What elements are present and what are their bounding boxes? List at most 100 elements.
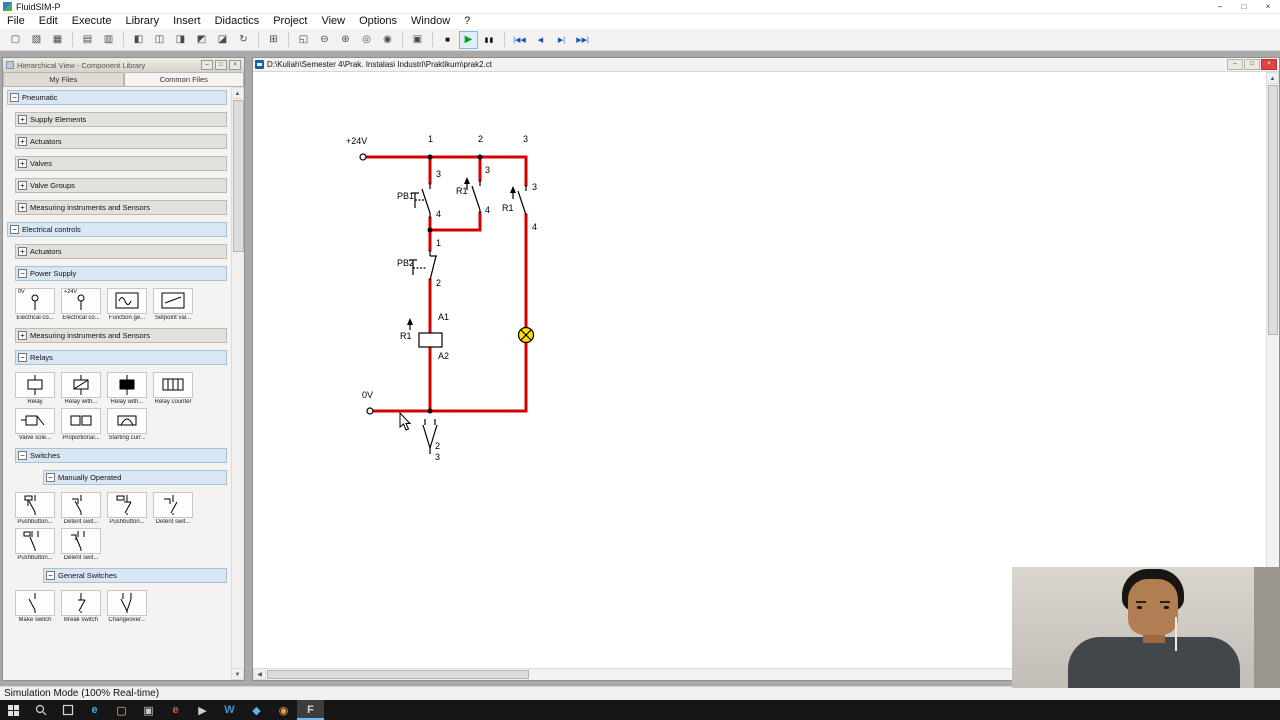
taskbar-app-chrome[interactable]: ◉ bbox=[278, 704, 289, 717]
document-minimize-button[interactable]: – bbox=[1227, 59, 1243, 70]
collapse-icon[interactable]: − bbox=[46, 571, 55, 580]
toolbar-zoom-fit[interactable]: ◎ bbox=[362, 34, 371, 45]
library-section-relays[interactable]: −Relays bbox=[15, 350, 227, 365]
taskbar-app-edge[interactable]: e bbox=[91, 704, 98, 716]
library-section-power-supply[interactable]: −Power Supply bbox=[15, 266, 227, 281]
expand-icon[interactable]: + bbox=[18, 159, 27, 168]
component-detent-swit[interactable]: Detent swit... bbox=[151, 492, 195, 525]
canvas-vscroll-thumb[interactable] bbox=[1268, 85, 1278, 335]
toolbar-zoom-out[interactable]: ⊖ bbox=[320, 34, 329, 45]
start-button[interactable] bbox=[0, 700, 27, 720]
collapse-icon[interactable]: − bbox=[46, 473, 55, 482]
library-section-electrical-controls[interactable]: −Electrical controls bbox=[7, 222, 227, 237]
window-minimize-button[interactable]: – bbox=[1217, 2, 1223, 11]
taskbar-app-app-7[interactable]: ◆ bbox=[252, 704, 261, 717]
toolbar-print[interactable]: ▤ bbox=[82, 34, 93, 45]
toolbar-sim-to-start[interactable]: |◀◀ bbox=[513, 36, 526, 44]
menu-item-file[interactable]: File bbox=[7, 15, 25, 27]
tab-my-files[interactable]: My Files bbox=[3, 72, 124, 86]
component-pushbutton[interactable]: Pushbutton... bbox=[13, 528, 57, 561]
taskbar-app-app-3[interactable]: ▣ bbox=[143, 704, 154, 717]
component-changeover[interactable]: Changeover... bbox=[105, 590, 149, 623]
expand-icon[interactable]: + bbox=[18, 181, 27, 190]
component-setpoint-val[interactable]: Setpoint val... bbox=[151, 288, 195, 321]
pushbutton-pb1[interactable] bbox=[411, 183, 431, 218]
library-section-switches[interactable]: −Switches bbox=[15, 448, 227, 463]
menu-item-view[interactable]: View bbox=[321, 15, 346, 27]
document-titlebar[interactable]: D:\Kuliah\Semester 4\Prak. Instalasi Ind… bbox=[253, 58, 1279, 72]
expand-icon[interactable]: + bbox=[18, 331, 27, 340]
component-pushbutton[interactable]: Pushbutton... bbox=[13, 492, 57, 525]
library-scroll-down[interactable]: ▼ bbox=[231, 668, 244, 680]
toolbar-sim-pause[interactable]: ▮▮ bbox=[484, 36, 495, 44]
taskbar-app-word[interactable]: W bbox=[224, 704, 235, 716]
document-close-button[interactable]: × bbox=[1261, 59, 1277, 70]
task-view-button[interactable] bbox=[54, 700, 81, 720]
menu-item-edit[interactable]: Edit bbox=[38, 15, 58, 27]
collapse-icon[interactable]: − bbox=[18, 269, 27, 278]
toolbar-save[interactable]: ▦ bbox=[52, 34, 63, 45]
toolbar-align-center[interactable]: ◫ bbox=[154, 34, 165, 45]
window-close-button[interactable]: × bbox=[1265, 2, 1271, 11]
expand-icon[interactable]: + bbox=[18, 247, 27, 256]
toolbar-zoom-in[interactable]: ⊕ bbox=[341, 34, 350, 45]
canvas-scroll-up[interactable]: ▲ bbox=[1266, 72, 1279, 84]
component-function-ge[interactable]: Function ge... bbox=[105, 288, 149, 321]
expand-icon[interactable]: + bbox=[18, 115, 27, 124]
expand-icon[interactable]: + bbox=[18, 203, 27, 212]
library-section-valve-groups[interactable]: +Valve Groups bbox=[15, 178, 227, 193]
library-section-valves[interactable]: +Valves bbox=[15, 156, 227, 171]
relay-contact-r1-middle[interactable] bbox=[464, 177, 481, 213]
component-pushbutton[interactable]: Pushbutton... bbox=[105, 492, 149, 525]
toolbar-zoom-last[interactable]: ◉ bbox=[383, 34, 392, 45]
collapse-icon[interactable]: − bbox=[10, 93, 19, 102]
library-scroll-up[interactable]: ▲ bbox=[231, 87, 244, 99]
toolbar-align-left[interactable]: ◧ bbox=[133, 34, 144, 45]
menu-item-didactics[interactable]: Didactics bbox=[214, 15, 260, 27]
component-detent-swit[interactable]: Detent swit... bbox=[59, 492, 103, 525]
component-relay[interactable]: Relay bbox=[13, 372, 57, 405]
toolbar-align-right[interactable]: ◨ bbox=[175, 34, 186, 45]
tab-common-files[interactable]: Common Files bbox=[123, 72, 244, 86]
toolbar-sim-play[interactable]: ▶ bbox=[459, 30, 478, 49]
canvas-scroll-left[interactable]: ◀ bbox=[253, 668, 266, 680]
relay-coil-r1[interactable] bbox=[407, 318, 443, 348]
component-valve-sole[interactable]: Valve sole... bbox=[13, 408, 57, 441]
component-relay-with[interactable]: Relay with... bbox=[59, 372, 103, 405]
collapse-icon[interactable]: − bbox=[18, 451, 27, 460]
menu-item-library[interactable]: Library bbox=[125, 15, 160, 27]
toolbar-align-top[interactable]: ◩ bbox=[196, 34, 207, 45]
menu-item-help[interactable]: ? bbox=[464, 15, 471, 27]
component-starting-curr[interactable]: Starting curr... bbox=[105, 408, 149, 441]
menu-item-execute[interactable]: Execute bbox=[71, 15, 112, 27]
library-section-supply-elements[interactable]: +Supply Elements bbox=[15, 112, 227, 127]
toolbar-sim-stop[interactable]: ■ bbox=[445, 35, 450, 44]
taskbar-app-fluidsim[interactable]: F bbox=[297, 700, 324, 720]
toolbar-sim-to-end[interactable]: ▶▶| bbox=[576, 36, 589, 44]
toolbar-check-drawing[interactable]: ▣ bbox=[412, 34, 423, 45]
expand-icon[interactable]: + bbox=[18, 137, 27, 146]
indicator-lamp[interactable] bbox=[517, 326, 535, 344]
library-section-actuators[interactable]: +Actuators bbox=[15, 134, 227, 149]
library-section-measuring-instruments-and-sensors[interactable]: +Measuring instruments and Sensors bbox=[15, 328, 227, 343]
library-scrollbar[interactable]: ▲ ▼ bbox=[231, 87, 244, 680]
library-titlebar[interactable]: Hierarchical View - Component Library – … bbox=[3, 58, 244, 72]
component-relay-counter[interactable]: Relay counter bbox=[151, 372, 195, 405]
pushbutton-pb2[interactable] bbox=[409, 250, 437, 281]
toolbar-sim-step[interactable]: ▶| bbox=[557, 36, 566, 44]
library-scroll-thumb[interactable] bbox=[233, 100, 244, 252]
menu-item-options[interactable]: Options bbox=[359, 15, 398, 27]
toolbar-open[interactable]: ▧ bbox=[31, 34, 42, 45]
component-make-switch[interactable]: Make switch bbox=[13, 590, 57, 623]
component-proportional[interactable]: Proportional... bbox=[59, 408, 103, 441]
library-section-pneumatic[interactable]: −Pneumatic bbox=[7, 90, 227, 105]
taskbar-app-app-5[interactable]: ▶ bbox=[198, 704, 207, 717]
taskbar-search-button[interactable] bbox=[27, 700, 54, 720]
window-maximize-button[interactable]: □ bbox=[1241, 2, 1247, 11]
toolbar-grid[interactable]: ⊞ bbox=[269, 34, 278, 45]
toolbar-new[interactable]: ▢ bbox=[10, 34, 21, 45]
menu-item-project[interactable]: Project bbox=[273, 15, 308, 27]
library-minimize-button[interactable]: – bbox=[201, 60, 213, 70]
